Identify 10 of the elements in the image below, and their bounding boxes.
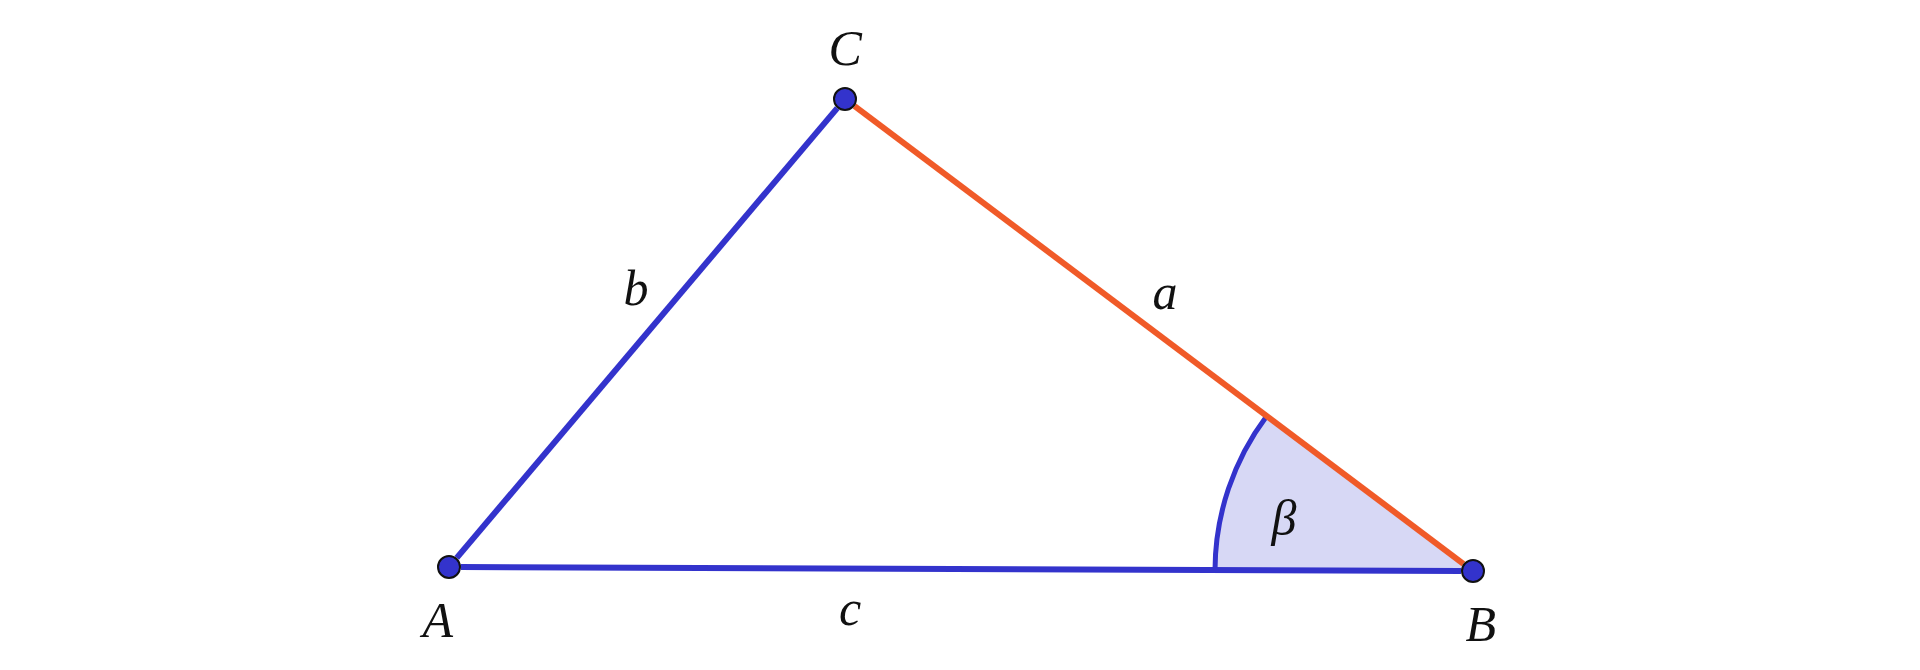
side-label: a xyxy=(1152,266,1178,318)
vertex-label: A xyxy=(422,594,454,646)
angle-label: β xyxy=(1271,492,1297,544)
triangle-side xyxy=(454,106,840,560)
side-label: c xyxy=(839,582,862,634)
vertex-label: B xyxy=(1465,598,1497,650)
triangle-side xyxy=(852,103,1466,567)
side-label: b xyxy=(623,262,649,314)
vertex-label: C xyxy=(828,22,862,74)
triangle-side xyxy=(461,564,1461,574)
